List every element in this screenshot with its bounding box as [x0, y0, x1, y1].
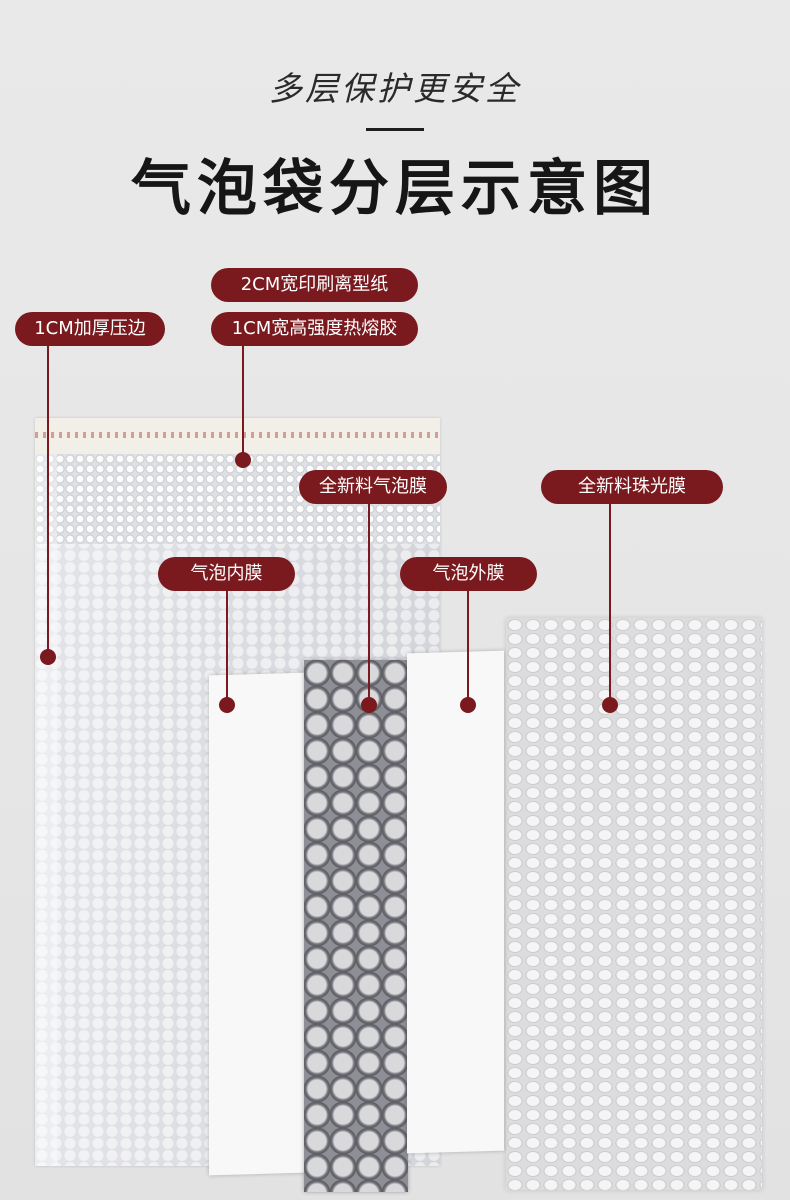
leader-line-thick-edge	[47, 344, 49, 656]
marker-dot-outer	[460, 697, 476, 713]
callout-hot-melt-glue: 1CM宽高强度热熔胶	[211, 312, 418, 346]
marker-dot-bubble	[361, 697, 377, 713]
callout-bubble-film: 全新料气泡膜	[299, 470, 447, 504]
pearl-film-layer	[506, 618, 762, 1190]
outer-film-layer	[407, 650, 504, 1154]
callout-outer-film: 气泡外膜	[400, 557, 537, 591]
callout-thick-edge: 1CM加厚压边	[15, 312, 165, 346]
page-subtitle: 多层保护更安全	[269, 69, 521, 108]
leader-line-pearl	[609, 500, 611, 704]
inner-film-layer	[209, 672, 306, 1176]
callout-inner-film: 气泡内膜	[158, 557, 295, 591]
pressed-edge	[35, 454, 57, 1166]
leader-line-glue	[242, 344, 244, 460]
callout-pearl-film: 全新料珠光膜	[541, 470, 723, 504]
marker-dot-glue	[235, 452, 251, 468]
title-divider	[366, 128, 424, 131]
bubble-film-layer	[304, 660, 408, 1192]
marker-dot-thick-edge	[40, 649, 56, 665]
callout-release-paper: 2CM宽印刷离型纸	[211, 268, 418, 302]
marker-dot-inner	[219, 697, 235, 713]
page-title: 气泡袋分层示意图	[131, 154, 659, 224]
marker-dot-pearl	[602, 697, 618, 713]
leader-line-bubble	[368, 500, 370, 704]
release-paper-strip	[35, 418, 440, 454]
leader-line-inner	[226, 588, 228, 704]
leader-line-outer	[467, 588, 469, 704]
